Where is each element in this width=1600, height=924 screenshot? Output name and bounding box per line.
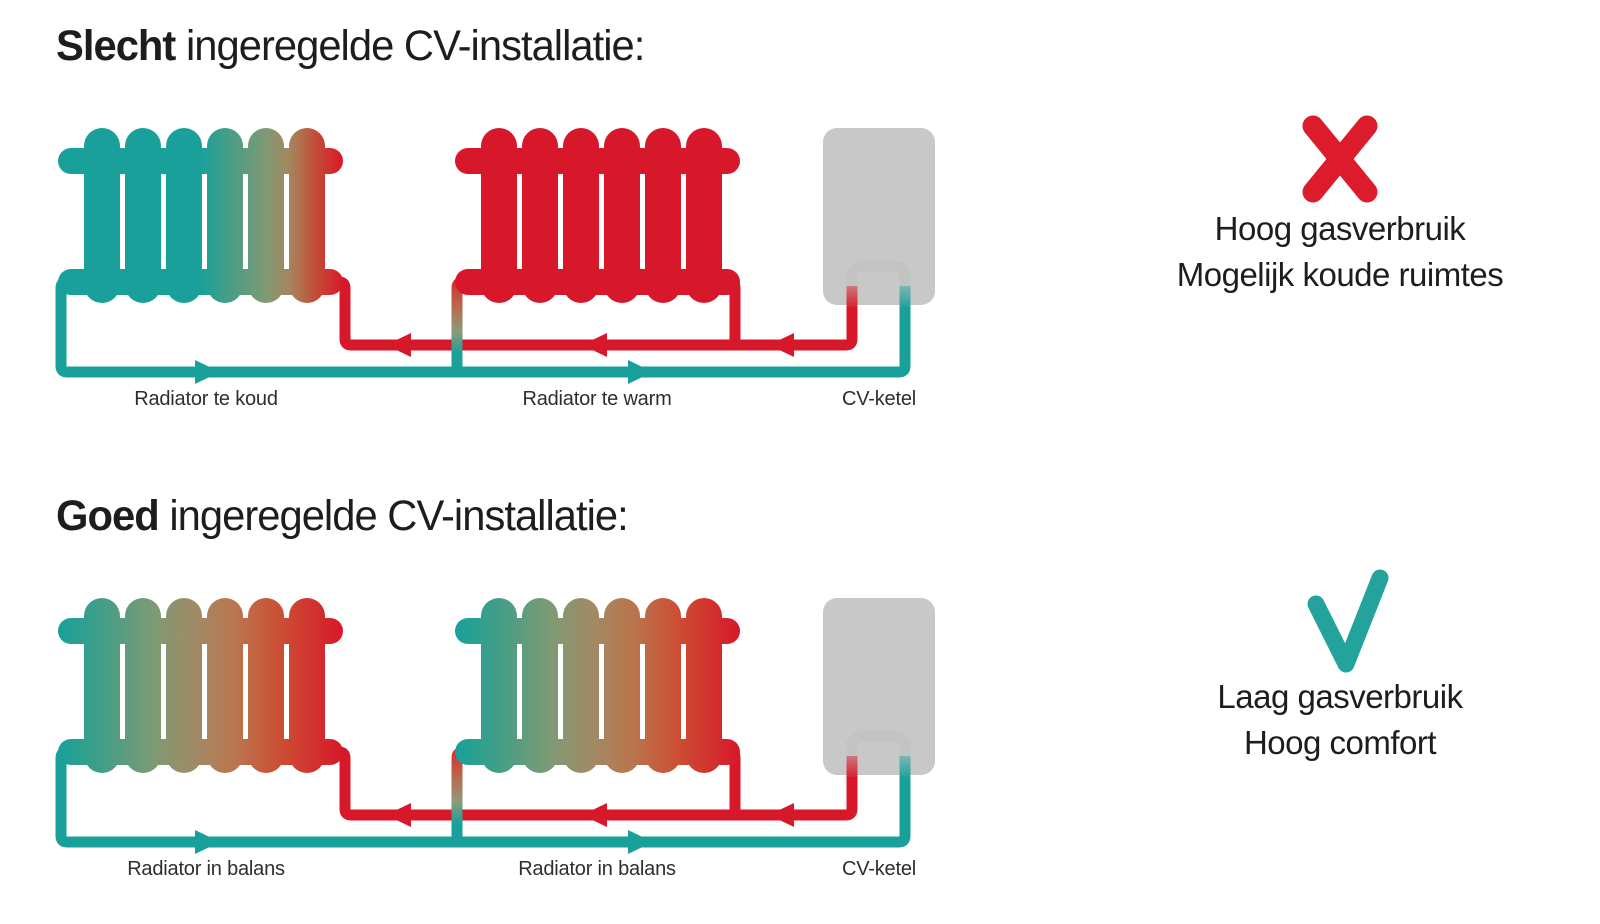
flow-arrow-left-icon <box>769 333 794 357</box>
radiator2-return-pipe <box>451 746 482 848</box>
check-mark-icon <box>1307 569 1389 673</box>
cross-mark-icon <box>1302 115 1378 203</box>
radiator-too-warm-icon <box>455 128 740 303</box>
good-boiler-label: CV-ketel <box>842 858 916 880</box>
supply-pipe <box>325 746 858 821</box>
good-title-keyword: Goed <box>56 492 160 540</box>
flow-arrow-right-icon <box>628 830 653 854</box>
flow-arrow-right-icon <box>195 360 220 384</box>
bad-title-keyword: Slecht <box>56 22 176 70</box>
bad-verdict: Hoog gasverbruik Mogelijk koude ruimtes <box>1124 112 1556 298</box>
bad-radiator1-label: Radiator te koud <box>134 388 278 410</box>
bad-verdict-line1: Hoog gasverbruik <box>1214 210 1466 247</box>
supply-pipe <box>325 276 858 351</box>
flow-arrow-left-icon <box>582 803 607 827</box>
flow-arrow-right-icon <box>195 830 220 854</box>
good-verdict-line2: Hoog comfort <box>1243 724 1437 761</box>
good-verdict: Laag gasverbruik Hoog comfort <box>1124 566 1556 766</box>
flow-arrow-left-icon <box>769 803 794 827</box>
boiler-icon <box>823 598 935 777</box>
bad-section-title: Slecht ingeregelde CV-installatie: <box>56 22 645 71</box>
flow-arrow-left-icon <box>386 803 411 827</box>
bad-boiler-label: CV-ketel <box>842 388 916 410</box>
good-radiator2-label: Radiator in balans <box>518 858 676 880</box>
good-section-title: Goed ingeregelde CV-installatie: <box>56 492 629 541</box>
bad-verdict-line2: Mogelijk koude ruimtes <box>1176 256 1504 293</box>
bad-title-rest: ingeregelde CV-installatie: <box>175 22 645 70</box>
flow-arrow-left-icon <box>582 333 607 357</box>
good-verdict-line1: Laag gasverbruik <box>1217 678 1463 715</box>
radiator-balanced-icon <box>455 598 740 773</box>
flow-arrow-right-icon <box>628 360 653 384</box>
good-installation-diagram <box>55 598 935 854</box>
radiator-balanced-icon <box>58 598 343 773</box>
good-title-rest: ingeregelde CV-installatie: <box>158 492 628 540</box>
radiator2-return-pipe <box>451 276 482 378</box>
flow-arrow-left-icon <box>386 333 411 357</box>
boiler-icon <box>823 128 935 307</box>
radiator-too-cold-icon <box>58 128 343 303</box>
bad-installation-diagram <box>55 128 935 384</box>
bad-radiator2-label: Radiator te warm <box>522 388 672 410</box>
good-radiator1-label: Radiator in balans <box>127 858 285 880</box>
